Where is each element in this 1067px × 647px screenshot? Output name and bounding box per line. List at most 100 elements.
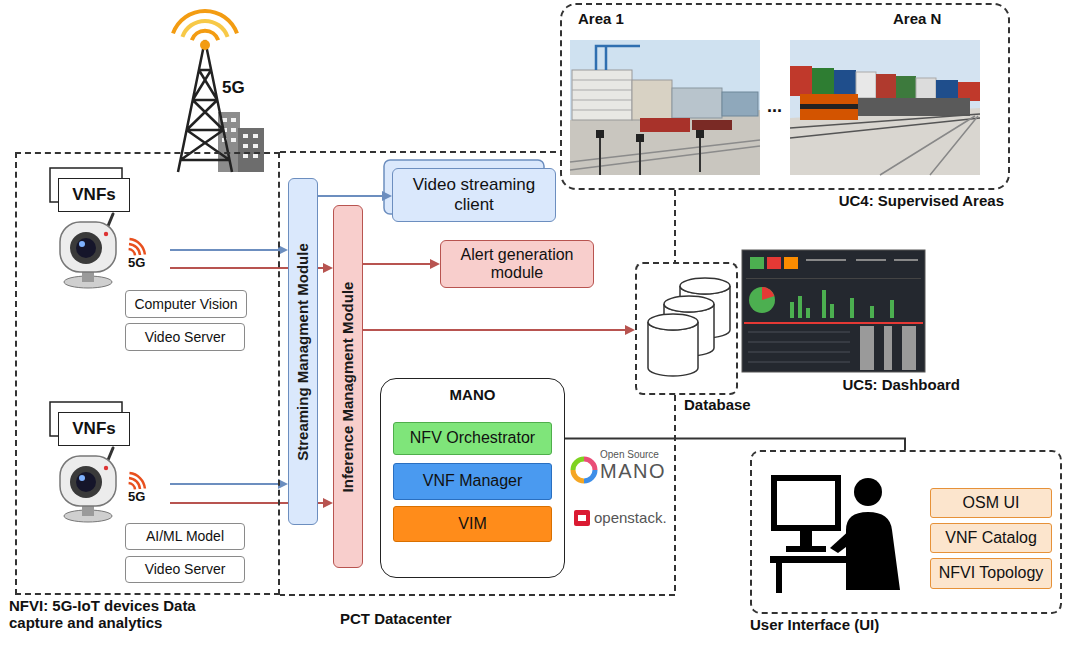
osm-logo-icon — [584, 470, 595, 481]
region-box: User Interface (UI)OSM UIVNF CatalogNFVI… — [750, 450, 1062, 614]
node-label: Database — [682, 396, 753, 413]
node-label: UC4: Supervised Areas — [839, 192, 1004, 209]
port-photo — [570, 40, 760, 175]
node-label: Area 1 — [578, 10, 624, 27]
process-box: Computer Vision — [125, 290, 247, 318]
region-box: NFVI: 5G-IoT devices Data capture and an… — [15, 152, 280, 595]
operator-icon — [774, 478, 838, 528]
region-box: PCT DatacenterStreaming Managment Module… — [280, 152, 675, 595]
openstack-logo-icon — [574, 510, 590, 526]
node-label: 5G — [128, 256, 145, 271]
osm-logo-icon — [573, 459, 595, 481]
module-bar: Inference Managment Module — [333, 205, 363, 568]
operator-icon — [776, 563, 782, 593]
dashboard-screenshot — [870, 306, 874, 318]
node-label: Computer Vision — [134, 296, 237, 312]
database-cylinders — [648, 278, 730, 376]
rail-yard-photo — [916, 78, 936, 99]
dashboard-screenshot — [749, 287, 775, 313]
dashboard-screenshot — [806, 308, 810, 318]
arrow-head — [430, 259, 440, 269]
rail-yard-photo — [834, 70, 856, 96]
database-box: Database — [635, 262, 738, 395]
process-box: AI/ML Model — [125, 523, 245, 550]
database-cylinders — [664, 296, 714, 312]
dashboard-screenshot — [890, 300, 894, 318]
port-photo — [570, 40, 760, 175]
port-photo — [632, 80, 672, 120]
arrow-head — [625, 325, 635, 335]
pct-outline — [280, 152, 675, 595]
rail-yard-photo — [800, 104, 858, 109]
image-panel: Area N — [790, 8, 980, 175]
pct-outline — [280, 152, 675, 595]
port-photo — [692, 120, 732, 130]
cell-tower — [173, 11, 264, 172]
connector-line — [170, 483, 280, 485]
connector-arrow — [363, 259, 440, 269]
logo-text: openstack. — [594, 509, 667, 526]
dashboard-screenshot — [798, 296, 802, 318]
operator-icon — [846, 512, 900, 590]
rail-yard-photo — [790, 40, 980, 175]
node-label: User Interface (UI) — [750, 616, 879, 633]
node-label: VIM — [458, 515, 486, 533]
dashboard-screenshot — [742, 250, 925, 372]
arrow-head — [382, 191, 392, 201]
database-cylinders — [680, 278, 730, 294]
rail-yard-photo — [936, 80, 958, 100]
port-photo — [696, 130, 704, 138]
dashboard-screenshot — [860, 326, 874, 370]
dashboard-screenshot — [790, 302, 794, 318]
port-photo — [722, 92, 758, 116]
dashboard-screenshot — [750, 257, 764, 269]
connector-line — [560, 439, 905, 451]
process-box: Video Server — [125, 556, 245, 583]
antenna-label: 5G — [222, 78, 245, 98]
node-label: Area N — [893, 10, 941, 27]
node-label: AI/ML Model — [146, 528, 224, 544]
dashboard-screenshot — [830, 304, 834, 318]
camera-device: 5G — [52, 214, 170, 288]
dashboard-screenshot — [822, 290, 826, 318]
node-label: NFVI Topology — [939, 564, 1044, 582]
node-label: UC5: Dashboard — [842, 376, 960, 393]
ellipsis: ... — [767, 96, 782, 117]
module-bar: Streaming Managment Module — [288, 178, 318, 525]
node-label: VNFs — [72, 419, 115, 439]
node-label: Video Server — [145, 561, 226, 577]
node-label: Video Server — [145, 329, 226, 345]
rail-yard-photo — [858, 98, 970, 116]
arrow-head — [323, 498, 333, 508]
connector-line — [363, 329, 627, 331]
rail-yard-photo — [790, 114, 980, 138]
menu-item: NFVI Topology — [930, 558, 1052, 589]
node-label: Inference Managment Module — [339, 281, 356, 492]
rail-yard-photo — [812, 68, 834, 96]
dashboard-screenshot — [850, 298, 854, 318]
node-label: NFVI: 5G-IoT devices Data capture and an… — [9, 597, 214, 632]
dashboard-screenshot — [744, 322, 923, 324]
dashboard-screenshot — [762, 287, 774, 300]
dashboard-screenshot — [884, 326, 892, 370]
node-label: PCT Datacenter — [340, 610, 452, 627]
dashboard-screenshot — [894, 259, 918, 261]
port-photo — [596, 46, 640, 70]
camera-device: 5G — [52, 448, 170, 522]
process-box: VNF Manager — [393, 463, 552, 500]
operator-icon — [800, 528, 812, 546]
osm-logo-icon — [584, 459, 595, 470]
connector-line — [170, 249, 280, 251]
logo-text: Open Source — [600, 449, 659, 461]
stacked-box: Video streaming client — [392, 168, 556, 222]
connector-line — [318, 195, 384, 197]
dashboard-screenshot — [748, 332, 850, 362]
port-photo — [572, 80, 632, 110]
ip-camera-icon — [60, 448, 145, 522]
node-label: Video streaming client — [399, 175, 549, 214]
menu-item: OSM UI — [930, 488, 1052, 518]
dashboard-screenshot — [746, 278, 921, 279]
image-panel: Area 1 — [570, 8, 760, 175]
dashboard-screenshot — [742, 250, 925, 372]
